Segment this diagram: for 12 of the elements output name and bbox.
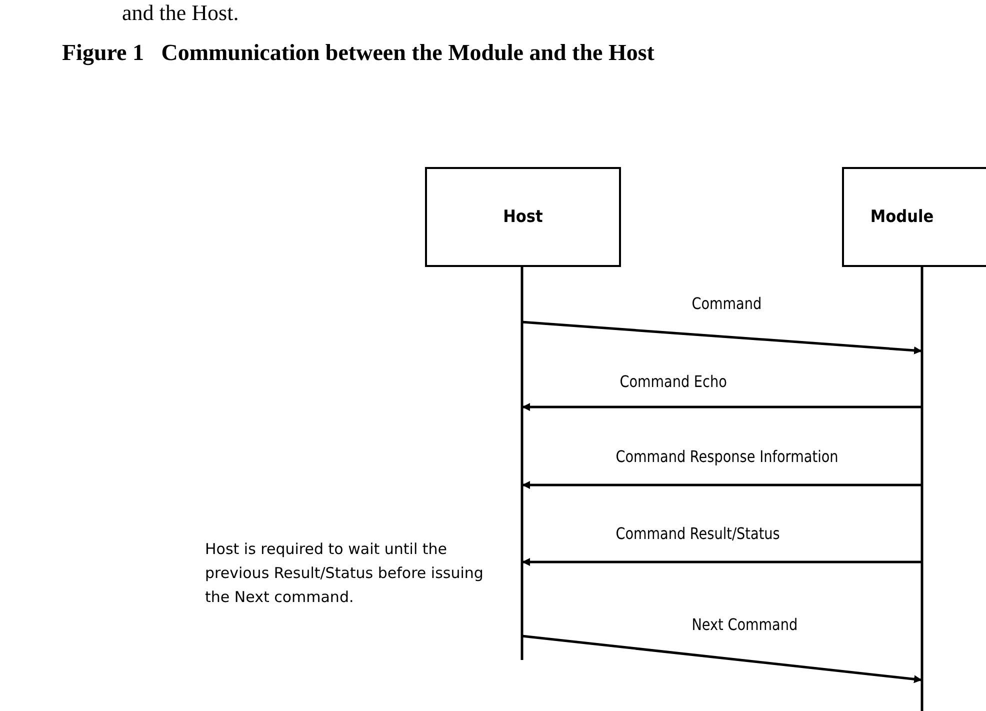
body-text: and the Host. (122, 0, 239, 26)
edge-label: Command Response Information (614, 447, 840, 466)
message-arrow (522, 558, 922, 566)
note-text: Host is required to wait until the previous Result/Status before issuing the Next command. (205, 539, 484, 608)
message-arrow (522, 320, 922, 354)
message-arrow (522, 634, 922, 684)
participant-box: Host (425, 167, 621, 267)
edge-label: Command Result/Status (614, 524, 782, 543)
message-arrow (522, 481, 922, 489)
figure-title: Figure 1 Communication between the Module and the Host (62, 40, 654, 66)
message-arrow (522, 403, 922, 411)
participant-box: Module (842, 167, 986, 267)
